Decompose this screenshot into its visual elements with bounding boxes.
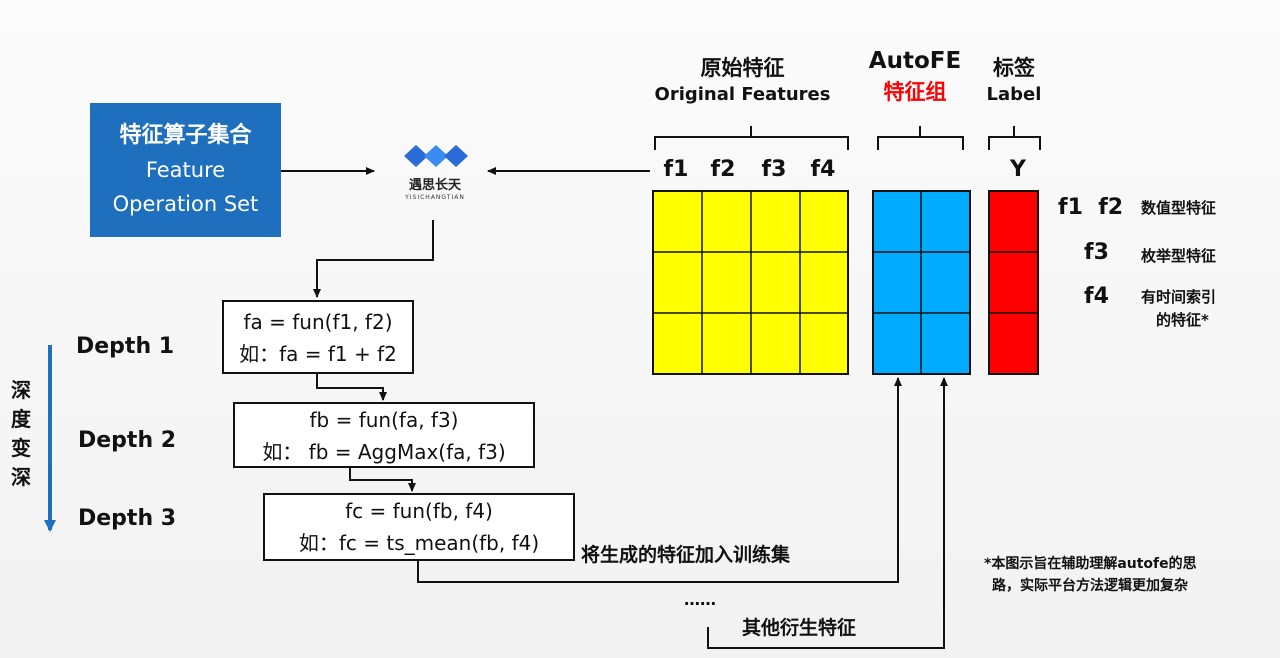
depth-1-formula-box: fa = fun(f1, f2) 如：fa = f1 + f2 — [222, 300, 414, 374]
col-name-f1: f1 — [663, 157, 689, 182]
original-features-grid — [652, 190, 849, 375]
label-title-en: Label — [986, 84, 1042, 105]
arrow-depth1-to-depth2 — [316, 374, 387, 401]
label-column — [988, 190, 1039, 375]
operator-set-title-zh: 特征算子集合 — [119, 123, 252, 148]
label-brace — [988, 126, 1041, 150]
note-line-1: *本图示旨在辅助理解autofe的思 — [984, 556, 1197, 572]
legend-text-time-1: 有时间索引 — [1141, 288, 1217, 306]
legend-text-enum: 枚举型特征 — [1141, 247, 1217, 265]
feature-operation-set-box: 特征算子集合 Feature Operation Set — [90, 103, 281, 237]
label-header: 标签 Label — [980, 52, 1048, 105]
autofe-header: AutoFE 特征组 — [860, 48, 970, 106]
vertical-char-4: 深 — [11, 465, 31, 489]
depth-2-label: Depth 2 — [78, 428, 177, 453]
depth-3-formula-box: fc = fun(fb, f4) 如：fc = ts_mean(fb, f4) — [263, 493, 575, 561]
original-brace — [654, 126, 849, 150]
vertical-char-1: 深 — [11, 378, 31, 402]
legend-symbol-f4: f4 — [1084, 284, 1109, 309]
autofe-title-en: AutoFE — [868, 48, 962, 74]
col-name-f2: f2 — [710, 157, 736, 182]
arrow-depth2-to-depth3 — [349, 467, 416, 492]
logo-icon — [404, 145, 468, 167]
disclaimer-note: *本图示旨在辅助理解autofe的思 路，实际平台方法逻辑更加复杂 — [984, 553, 1197, 597]
original-title-en: Original Features — [654, 84, 831, 105]
depth-3-example: 如：fc = ts_mean(fb, f4) — [298, 531, 540, 555]
legend-text-numeric: 数值型特征 — [1141, 199, 1217, 217]
depth-2-example: 如： fb = AggMax(fa, f3) — [262, 440, 506, 464]
vertical-char-2: 度 — [11, 407, 31, 431]
vertical-char-3: 变 — [11, 436, 31, 460]
arrow-logo-to-depth1 — [313, 220, 434, 298]
label-title-zh: 标签 — [993, 56, 1035, 80]
depth-2-formula: fb = fun(fa, f3) — [309, 408, 459, 432]
depth-3-label: Depth 3 — [78, 506, 177, 531]
depth-3-formula: fc = fun(fb, f4) — [345, 499, 493, 523]
depth-1-example: 如：fa = f1 + f2 — [239, 342, 397, 366]
autofe-brace — [877, 126, 964, 150]
add-to-training-caption: 将生成的特征加入训练集 — [581, 544, 791, 566]
col-name-y: Y — [1010, 157, 1026, 182]
autofe-title-zh: 特征组 — [883, 80, 947, 104]
arrow-generated-to-autofe — [417, 377, 902, 583]
logo-brand: 遇思长天 — [408, 178, 461, 193]
operator-set-title-en-2: Operation Set — [112, 192, 259, 216]
other-derived-caption: 其他衍生特征 — [742, 617, 857, 639]
arrow-other-to-autofe — [707, 377, 948, 649]
ellipsis-caption: …… — [684, 590, 716, 609]
depth-2-formula-box: fb = fun(fa, f3) 如： fb = AggMax(fa, f3) — [233, 402, 535, 468]
logo-subtitle: YISICHANGTIAN — [405, 194, 465, 201]
depth-1-label: Depth 1 — [76, 334, 175, 359]
col-name-f3: f3 — [761, 157, 787, 182]
depth-increase-label: 深 度 变 深 — [8, 376, 34, 492]
legend-symbols-f1-f2: f1 f2 — [1058, 195, 1124, 220]
operator-set-title-en-1: Feature — [145, 158, 226, 182]
legend-text-time-2: 的特征* — [1156, 311, 1209, 329]
autofe-features-grid — [872, 190, 971, 375]
note-line-2: 路，实际平台方法逻辑更加复杂 — [992, 578, 1188, 594]
logo: 遇思长天 YISICHANGTIAN — [380, 140, 490, 210]
depth-1-formula: fa = fun(f1, f2) — [243, 310, 393, 334]
original-features-header: 原始特征 Original Features — [640, 52, 845, 105]
legend-symbol-f3: f3 — [1084, 240, 1109, 265]
col-name-f4: f4 — [810, 157, 836, 182]
original-title-zh: 原始特征 — [700, 56, 785, 80]
